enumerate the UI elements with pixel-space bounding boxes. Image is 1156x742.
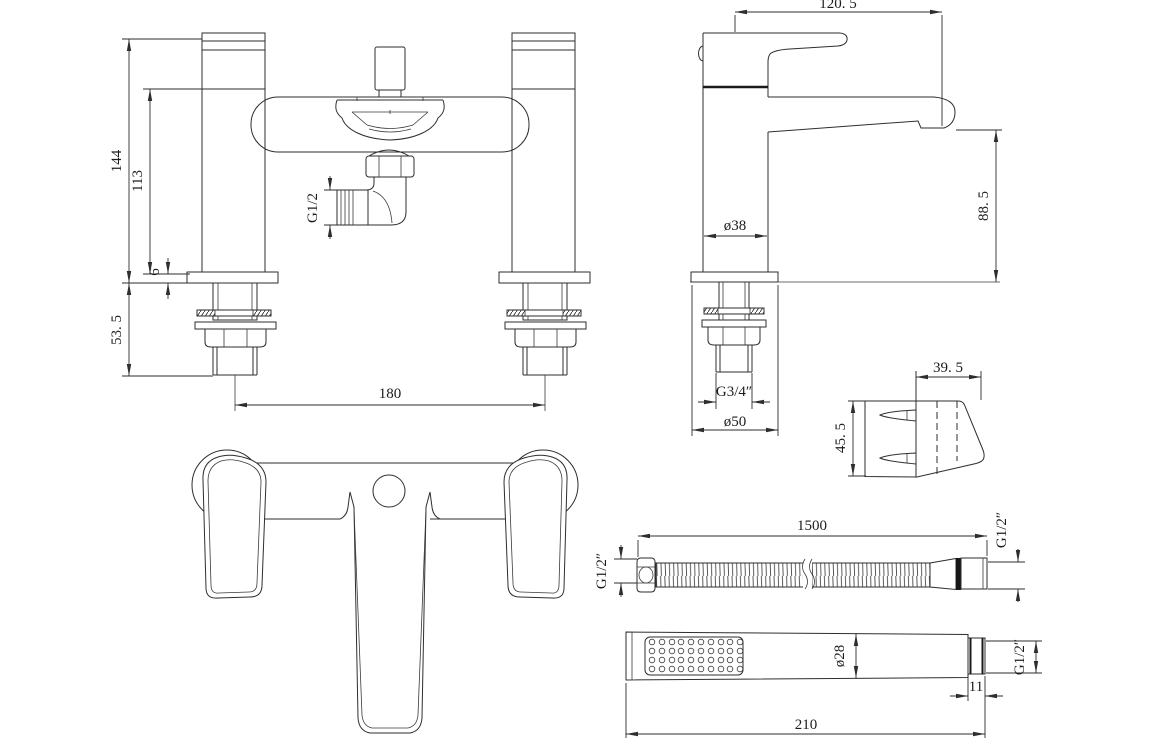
- dim-handset-thread: G1/2″: [1012, 639, 1028, 675]
- hose-break-symbol: [802, 558, 815, 590]
- dim-total-height: 144: [109, 149, 125, 172]
- handset-body: [625, 631, 969, 681]
- handset-dimensions: ø28 G1/2″ 11 210: [625, 634, 1042, 738]
- hose-flexible-tube: [655, 562, 931, 588]
- dim-spout-height: 88. 5: [976, 191, 992, 221]
- dim-bracket-height: 45. 5: [833, 423, 849, 453]
- shower-outlet-elbow: [336, 149, 415, 226]
- hose-right-crimp: [929, 557, 957, 591]
- tap-spout: [767, 96, 956, 133]
- right-mounting-shank: [504, 282, 587, 411]
- dim-spout-reach: 120. 5: [819, 0, 857, 12]
- basin-mixer-side-view: 120. 5 88. 5 ø38 G3/4″ ø50: [690, 0, 1002, 436]
- dim-base-diameter: ø50: [724, 414, 747, 430]
- left-deck-plate: [186, 271, 279, 284]
- dim-body-diameter: ø38: [724, 218, 747, 234]
- tap-lever-handle: [703, 32, 848, 97]
- basin-side-dimensions: 120. 5 88. 5 ø38 G3/4″ ø50: [691, 0, 1002, 436]
- hose-right-band: [956, 558, 961, 590]
- dim-hole-centres: 180: [379, 386, 402, 402]
- handset-side-view: ø28 G1/2″ 11 210: [625, 631, 1042, 738]
- handset-spray-plate: [644, 636, 744, 676]
- diverter-knob-top: [372, 474, 406, 508]
- handset-wall-bracket-view: 39. 5 45. 5: [833, 360, 985, 478]
- spout-face-plate: [335, 97, 445, 141]
- dim-outlet-thread: G1/2: [305, 193, 321, 223]
- shower-hose-view: 1500 G1/2″ G1/2″: [594, 512, 1025, 602]
- dim-shank-length: 53. 5: [109, 315, 125, 345]
- dim-handset-connector: 11: [969, 679, 983, 695]
- bath-shower-mixer-top-view: [191, 449, 579, 734]
- handset-connector: [967, 637, 986, 675]
- left-lever-handle-top: [202, 454, 267, 599]
- hose-dimensions: 1500 G1/2″ G1/2″: [594, 512, 1025, 602]
- dim-bracket-depth: 39. 5: [933, 360, 963, 376]
- mixer-body-barrel: [250, 96, 530, 153]
- diverter-knob: [374, 46, 406, 91]
- bracket-lower-prong: [878, 452, 917, 465]
- bracket-upper-prong: [878, 409, 917, 422]
- bath-shower-mixer-front-view: 144 113 6 53. 5 180 G1/2: [109, 32, 591, 411]
- tap-base-plate: [690, 271, 779, 283]
- basin-mounting-shank: [701, 281, 767, 373]
- dim-deck-thickness: 6: [147, 268, 163, 276]
- mixer-front-dimensions: 144 113 6 53. 5 180 G1/2: [109, 38, 545, 408]
- dim-handset-diameter: ø28: [832, 645, 848, 668]
- dim-body-height: 113: [130, 170, 146, 192]
- dim-hose-length: 1500: [797, 518, 827, 534]
- dim-handset-length: 210: [795, 717, 818, 733]
- left-pillar: [201, 32, 266, 273]
- right-deck-plate: [498, 271, 591, 284]
- right-lever-handle-top: [503, 454, 568, 599]
- bracket-outline: [864, 400, 985, 478]
- dim-hose-thread-left: G1/2″: [594, 553, 610, 589]
- dim-inlet-thread: G3/4″: [716, 384, 752, 400]
- spout-top-view: [339, 491, 441, 734]
- bracket-dimensions: 39. 5 45. 5: [833, 360, 982, 477]
- hose-left-nut: [636, 557, 656, 593]
- right-pillar: [511, 32, 576, 273]
- handset-spray-holes: [648, 638, 744, 673]
- dim-hose-thread-right: G1/2″: [994, 512, 1010, 548]
- left-mounting-shank: [194, 282, 277, 411]
